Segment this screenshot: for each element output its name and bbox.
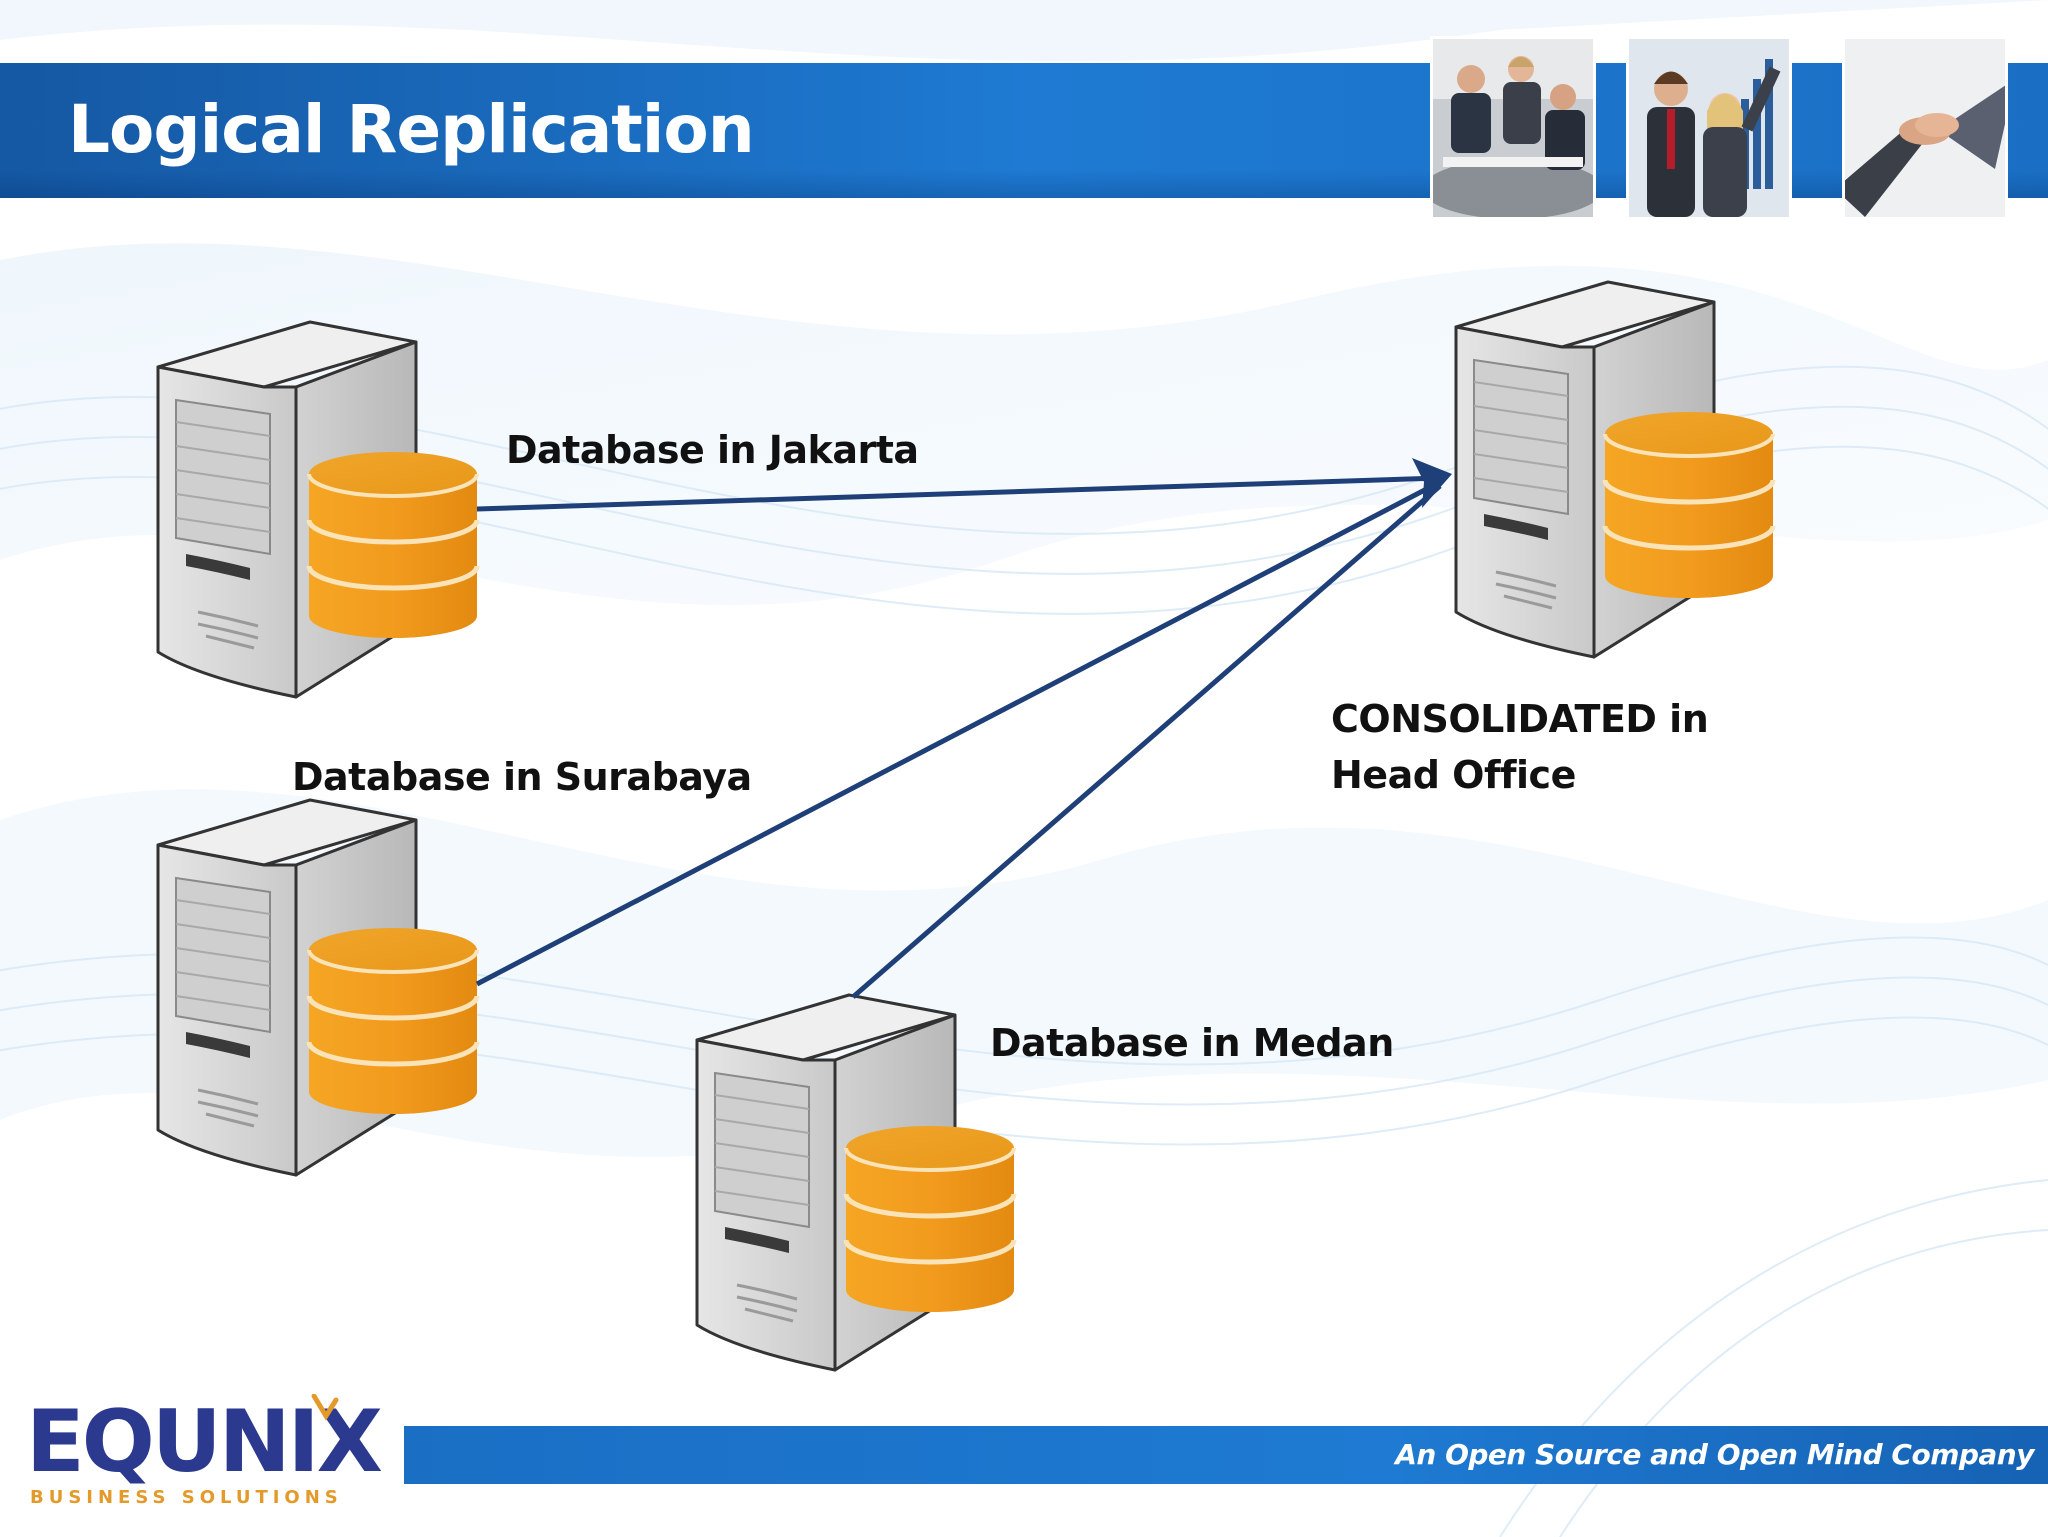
slide-title: Logical Replication [68,91,755,168]
business-meeting-photo [1430,36,1596,220]
arrow-medan-to-head-office [851,484,1442,999]
label-head-office-line1: CONSOLIDATED in [1331,697,1709,741]
arrowhead-icon [1412,458,1452,508]
label-medan: Database in Medan [990,1021,1394,1065]
database-surabaya-icon [309,928,477,1114]
logo-spark-icon [311,1394,339,1421]
arrow-jakarta-to-head-office [476,475,1441,512]
arrow-surabaya-to-head-office [475,479,1442,987]
business-team-photo [1626,36,1792,220]
database-medan-icon [846,1126,1014,1312]
footer-bar: An Open Source and Open Mind Company [404,1426,2048,1484]
tagline: An Open Source and Open Mind Company [1395,1438,2034,1471]
label-head-office-line2: Head Office [1331,753,1576,797]
logo-subtitle: BUSINESS SOLUTIONS [30,1487,343,1508]
label-jakarta: Database in Jakarta [506,428,919,472]
label-surabaya: Database in Surabaya [292,755,752,799]
database-head-office-icon [1605,412,1773,598]
handshake-photo [1842,36,2008,220]
equnix-logo: EQUNIX BUSINESS SOLUTIONS [26,1386,406,1516]
database-jakarta-icon [309,452,477,638]
